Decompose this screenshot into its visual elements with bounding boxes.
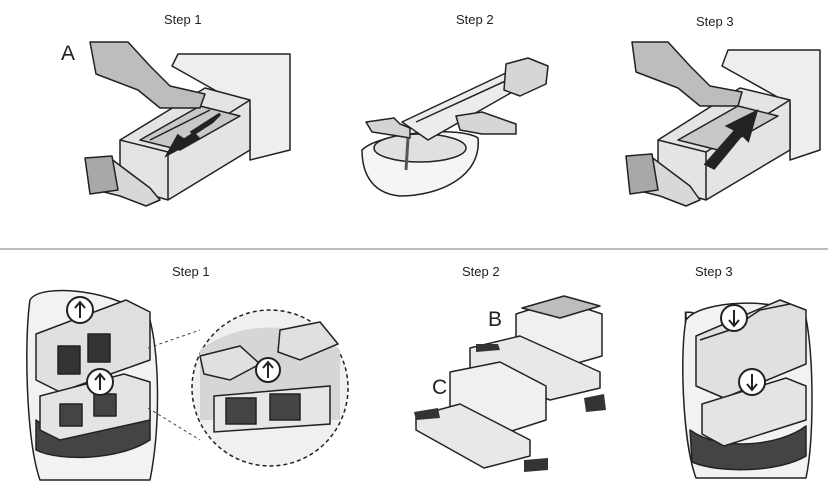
top-step-2-illustration: [361, 57, 549, 197]
zoom-detail-circle: [191, 309, 349, 467]
bottom-step-3-label: Step 3: [695, 264, 733, 279]
down-arrow-circle-icon: [720, 304, 748, 332]
drawer-arrow-icon: [584, 394, 606, 412]
bottom-step-1-label: Step 1: [172, 264, 210, 279]
drawer-arrow-icon: [476, 344, 500, 352]
top-step-3-label: Step 3: [696, 14, 734, 29]
drawer-arrow-icon: [164, 112, 222, 158]
top-step-2-label: Step 2: [456, 12, 494, 27]
down-arrow-circle-icon: [738, 368, 766, 396]
up-arrow-circle-icon: [66, 296, 94, 324]
label-c-mid: C: [432, 376, 448, 399]
up-arrow-circle-icon: [86, 368, 114, 396]
bottom-step-2-illustration: [415, 295, 603, 469]
up-arrow-circle-icon: [255, 357, 281, 383]
top-step-1-label: Step 1: [164, 12, 202, 27]
label-b-mid: B: [488, 308, 503, 331]
drawer-arrow-icon: [524, 458, 548, 472]
drawer-arrow-icon: [414, 408, 440, 420]
bottom-step-2-label: Step 2: [462, 264, 500, 279]
top-step-3-illustration: [625, 41, 821, 207]
drawer-arrow-icon: [703, 109, 759, 170]
top-step-1-illustration: [84, 41, 291, 207]
label-a: A: [61, 42, 76, 65]
